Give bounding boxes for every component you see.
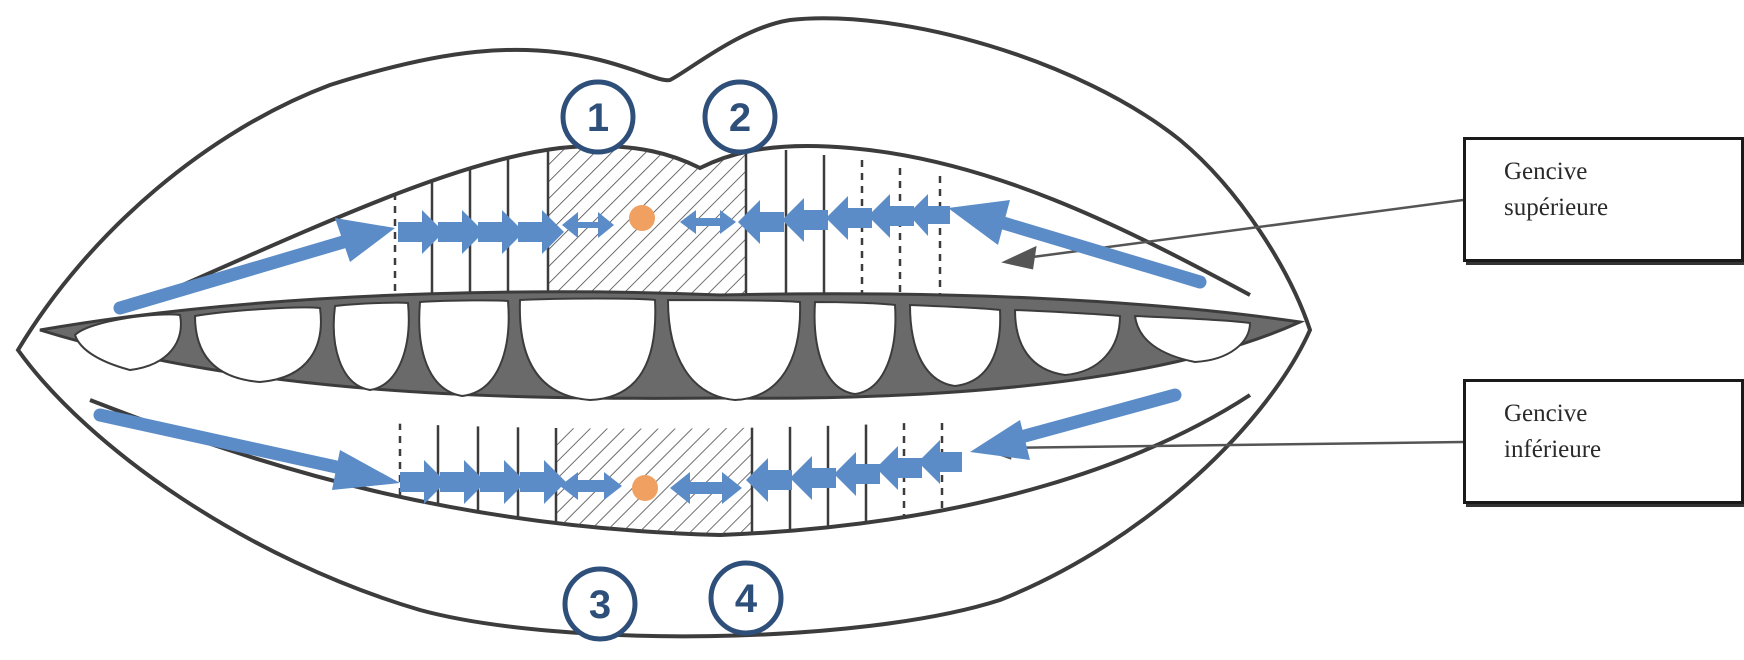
lower-right-arrowhead [970, 420, 1030, 460]
upper-left-arrowhead [335, 218, 395, 262]
marker-1-label: 1 [587, 96, 609, 140]
lower-chevron [876, 446, 922, 490]
lower-left-arrowhead [332, 450, 400, 490]
marker-3-label: 3 [589, 583, 611, 627]
lower-left-long-arrow [100, 415, 350, 470]
upper-right-arrowhead [948, 200, 1010, 245]
lower-gum-label-line1: Gencive [1504, 396, 1741, 432]
lower-gum-label-line2: inférieure [1504, 432, 1741, 468]
lower-gum-label-box: Gencive inférieure [1463, 379, 1744, 504]
lower-right-long-arrow [1010, 395, 1175, 440]
upper-chevron [438, 210, 484, 254]
lower-chevron [834, 452, 880, 496]
upper-chevron [908, 194, 950, 236]
upper-chevron [826, 196, 872, 240]
upper-chevron [478, 210, 524, 254]
marker-2: 2 [705, 82, 775, 152]
marker-3: 3 [565, 569, 635, 639]
upper-gum-label-box: Gencive supérieure [1463, 137, 1744, 262]
upper-gum-label-line1: Gencive [1504, 154, 1741, 190]
upper-chevron [782, 198, 828, 242]
marker-4: 4 [711, 563, 781, 633]
upper-gum-label-line2: supérieure [1504, 190, 1741, 226]
marker-4-label: 4 [735, 577, 758, 621]
marker-1: 1 [563, 82, 633, 152]
lower-center-dot [632, 475, 658, 501]
lower-chevron [918, 440, 962, 484]
upper-chevron [398, 210, 444, 254]
upper-center-dot [629, 205, 655, 231]
lower-hatched-zone [556, 395, 752, 545]
marker-2-label: 2 [729, 96, 751, 140]
upper-chevron [868, 194, 914, 238]
teeth [40, 292, 1300, 400]
